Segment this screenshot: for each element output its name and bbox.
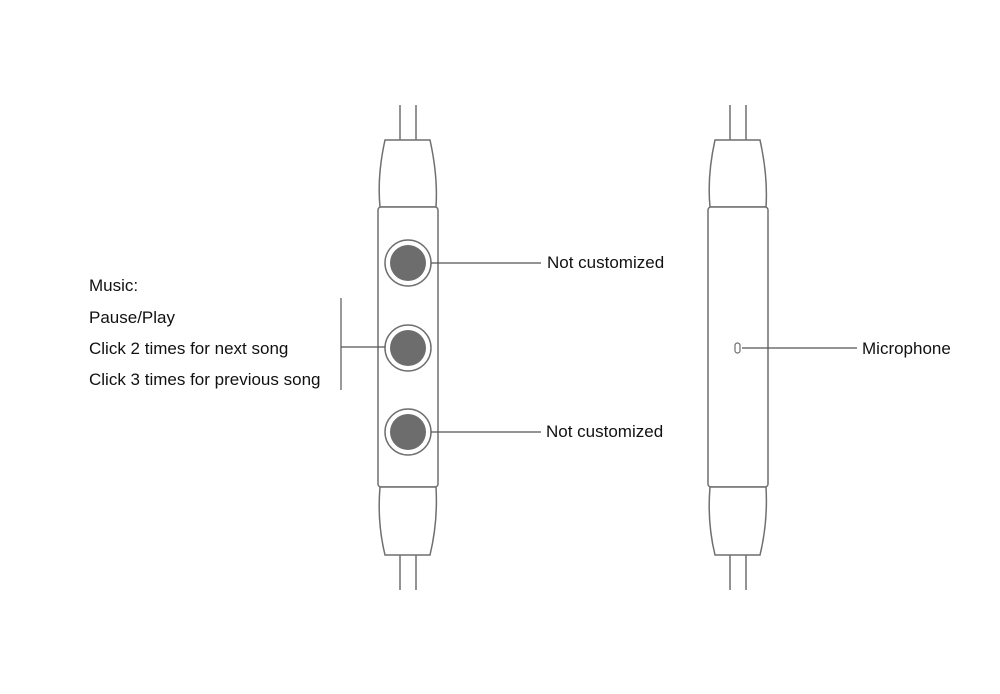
bottom-cap-back xyxy=(708,486,768,556)
microphone-hole xyxy=(734,342,741,354)
top-cap-back xyxy=(708,139,768,208)
top-button xyxy=(390,245,426,281)
music-line-previous-song: Click 3 times for previous song xyxy=(89,370,321,389)
middle-button xyxy=(390,330,426,366)
bottom-button xyxy=(390,414,426,450)
music-line-next-song: Click 2 times for next song xyxy=(89,339,289,358)
music-heading: Music: xyxy=(89,276,139,295)
music-line-pause-play: Pause/Play xyxy=(89,308,175,327)
leader-lines xyxy=(340,262,857,433)
microphone-label: Microphone xyxy=(862,339,951,358)
top-button-label: Not customized xyxy=(547,253,665,272)
buttons xyxy=(384,239,432,456)
bottom-cap xyxy=(378,486,438,556)
back-remote xyxy=(707,105,769,590)
top-cap xyxy=(378,139,438,208)
bottom-button-label: Not customized xyxy=(546,422,664,441)
